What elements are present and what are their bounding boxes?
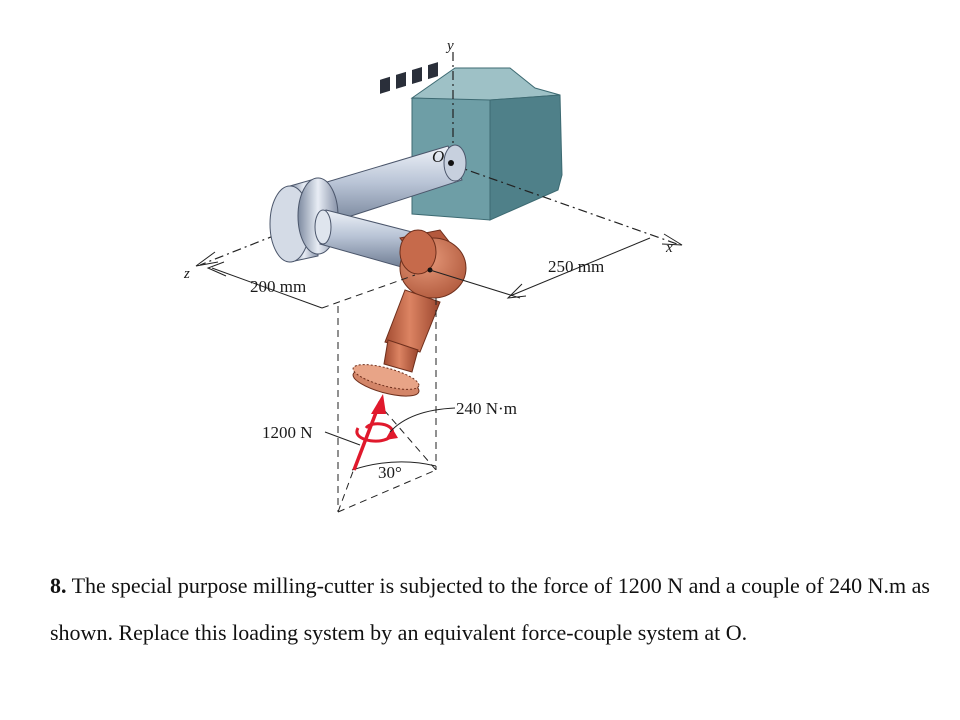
copper-head	[399, 229, 467, 299]
origin-point	[448, 160, 454, 166]
dim-200-arrow	[206, 261, 227, 277]
shaft-slots	[380, 62, 438, 94]
z-axis-label: z	[183, 266, 190, 282]
y-axis-label: y	[445, 38, 454, 54]
z-axis-arrowhead	[195, 251, 219, 267]
dim-200-line	[211, 267, 323, 309]
x-axis-line	[452, 164, 681, 246]
problem-text: The special purpose milling-cutter is su…	[50, 573, 930, 645]
x-axis-arrowhead	[661, 233, 683, 246]
force-label: 1200 N	[262, 423, 313, 442]
angle-arc	[351, 461, 437, 471]
couple-leader	[389, 407, 456, 433]
couple-240nm-arrow	[355, 422, 398, 443]
copper-spindle	[383, 289, 441, 373]
milling-cutter-diagram: y x z	[183, 38, 683, 513]
dim-200-label: 200 mm	[250, 277, 306, 296]
dim-250-extension	[429, 269, 521, 299]
couple-label: 240 N·m	[456, 399, 517, 418]
dim-250-label: 250 mm	[548, 257, 604, 276]
steel-arm	[314, 209, 413, 269]
problem-number: 8.	[50, 573, 67, 598]
force-1200n-arrow	[352, 394, 386, 471]
x-axis-label: x	[665, 240, 673, 256]
dim-250-arrow	[506, 283, 527, 299]
problem-statement: 8. The special purpose milling-cutter is…	[50, 562, 930, 656]
support-block	[410, 67, 563, 221]
block-side-face	[489, 94, 563, 221]
force-leader	[324, 431, 361, 446]
steel-shaft	[299, 62, 467, 229]
dim-250-line	[509, 237, 651, 297]
angle-label: 30°	[378, 463, 402, 482]
origin-label: O	[432, 147, 444, 166]
milling-cutter	[352, 364, 420, 397]
